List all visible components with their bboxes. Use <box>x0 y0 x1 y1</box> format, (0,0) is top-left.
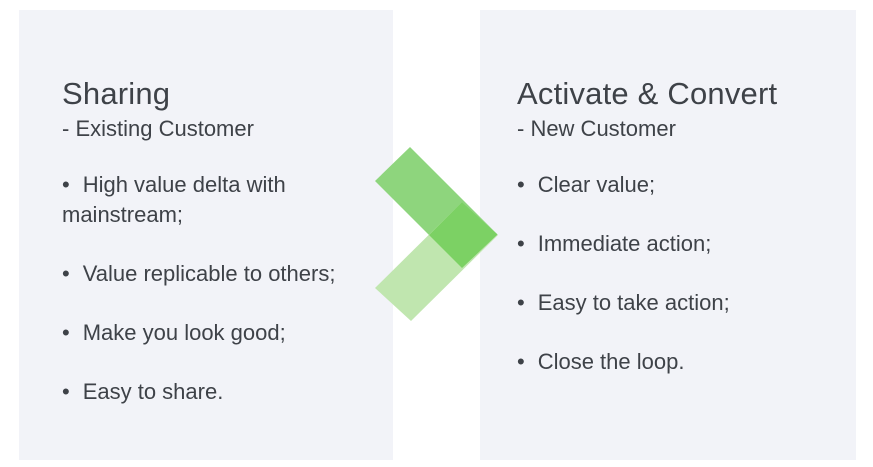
bullet-icon: • <box>517 231 525 256</box>
bullet-icon: • <box>517 172 525 197</box>
bullet-icon: • <box>62 320 70 345</box>
bullet-text: Make you look good; <box>82 320 286 345</box>
bullet-item: •High value delta with mainstream; <box>62 170 365 230</box>
bullet-icon: • <box>62 379 70 404</box>
bullet-icon: • <box>62 172 70 197</box>
bullet-text: Close the loop. <box>537 349 685 374</box>
bullet-item: • Make you look good; <box>62 318 365 348</box>
bullet-text: Easy to share. <box>82 379 224 404</box>
bullet-item: • Close the loop. <box>517 347 832 377</box>
panel-sharing: Sharing - Existing Customer •High value … <box>19 10 393 460</box>
bullet-list: • Clear value; • Immediate action; • Easy t… <box>517 170 832 377</box>
bullet-icon: • <box>517 349 525 374</box>
bullet-icon: • <box>517 290 525 315</box>
panel-subtitle: - Existing Customer <box>62 116 254 141</box>
bullet-text: Immediate action; <box>537 231 712 256</box>
panel-subtitle: - New Customer <box>517 116 676 141</box>
bullet-text: High value delta with mainstream; <box>62 172 286 227</box>
bullet-item: • Easy to share. <box>62 377 365 407</box>
panel-activate-convert: Activate & Convert - New Customer • Clear… <box>480 10 856 460</box>
bullet-list: •High value delta with mainstream; •Valu… <box>62 170 365 407</box>
bullet-text: Value replicable to others; <box>82 261 336 286</box>
panel-title: Sharing <box>62 76 171 111</box>
panel-title: Activate & Convert <box>517 76 778 111</box>
bullet-item: • Immediate action; <box>517 229 832 259</box>
bullet-item: • Clear value; <box>517 170 832 200</box>
bullet-item: • Easy to take action; <box>517 288 832 318</box>
chevron-upper-arm <box>375 147 497 268</box>
bullet-item: • Value replicable to others; <box>62 259 365 289</box>
bullet-icon: • <box>62 261 70 286</box>
bullet-text: Easy to take action; <box>537 290 730 315</box>
bullet-text: Clear value; <box>537 172 656 197</box>
